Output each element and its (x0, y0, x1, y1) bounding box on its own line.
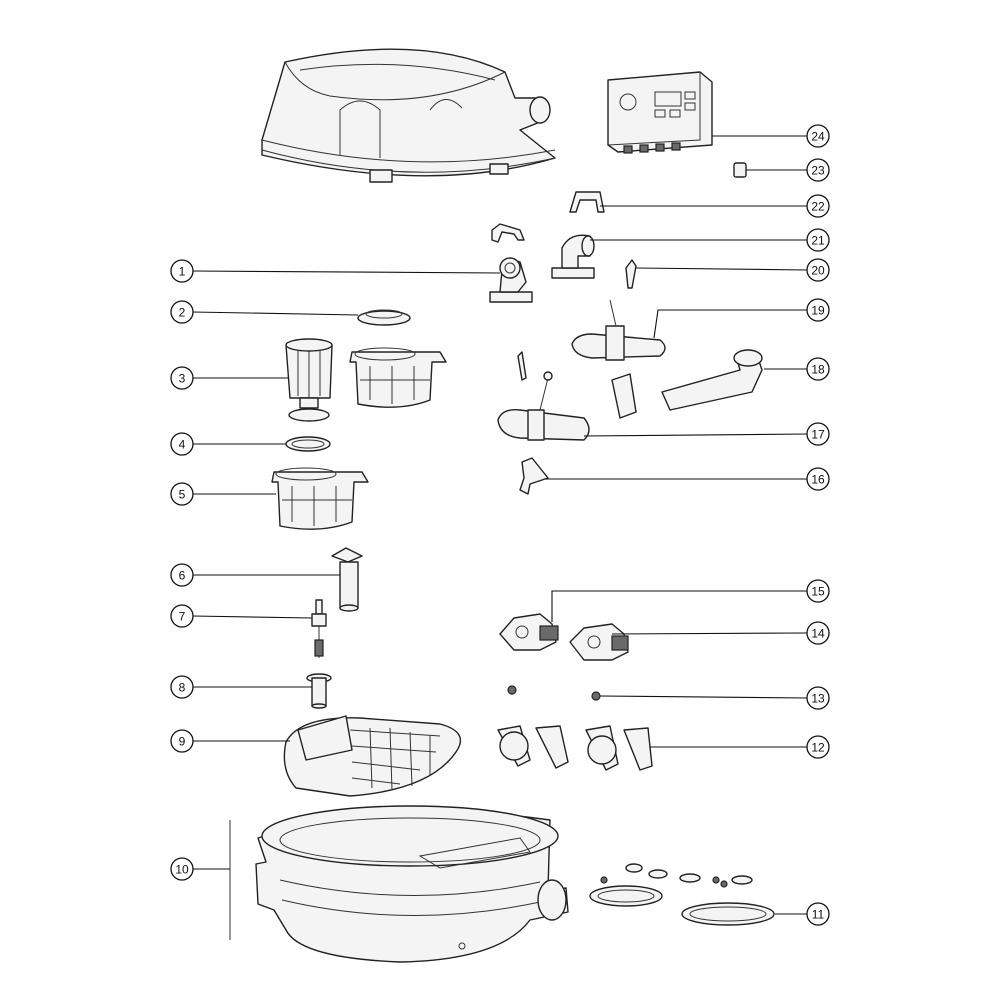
leader-line-15 (551, 590, 807, 622)
part-15-drawing (499, 613, 559, 651)
part-9-drawing (283, 715, 462, 797)
part-22-drawing (569, 191, 605, 213)
part-1-drawing (489, 223, 533, 303)
leader-line-19 (653, 309, 807, 339)
callout-bubble-21 (806, 228, 830, 252)
callout-bubble-11 (806, 902, 830, 926)
callout-bubble-20 (806, 258, 830, 282)
callout-bubble-2 (170, 300, 194, 324)
part-11-drawing (589, 863, 775, 926)
leader-line-13 (599, 695, 808, 699)
callout-label-6: 6 (179, 569, 186, 583)
part-23-drawing (733, 162, 747, 178)
callout-label-11: 11 (812, 908, 825, 922)
part-13b-drawing (507, 685, 517, 695)
callout-bubble-15 (806, 579, 830, 603)
callout-bubble-4 (170, 432, 194, 456)
callout-label-2: 2 (179, 306, 186, 320)
leader-line-14 (611, 632, 808, 635)
part-19-drawing (571, 299, 666, 419)
callout-label-22: 22 (811, 200, 825, 214)
callout-bubble-3 (170, 366, 194, 390)
callout-label-7: 7 (179, 610, 186, 624)
callout-label-18: 18 (811, 363, 825, 377)
callout-bubble-19 (806, 298, 830, 322)
callout-label-16: 16 (811, 473, 825, 487)
callout-bubble-23 (806, 158, 830, 182)
callout-label-9: 9 (179, 735, 186, 749)
callout-label-19: 19 (811, 304, 825, 318)
leader-lines (192, 135, 808, 915)
control-box-drawing (607, 71, 713, 154)
callout-bubble-5 (170, 482, 194, 506)
callout-label-4: 4 (179, 438, 186, 452)
part-3-drawing (285, 338, 333, 422)
part-10-drawing (229, 805, 569, 963)
callout-label-24: 24 (811, 130, 825, 144)
callout-label-13: 13 (811, 692, 825, 706)
callout-label-10: 10 (175, 863, 189, 877)
part-4-drawing (285, 436, 331, 452)
callout-bubble-16 (806, 467, 830, 491)
part-14-drawing (569, 623, 629, 661)
callout-label-17: 17 (811, 428, 825, 442)
part-8-drawing (306, 673, 332, 709)
callout-label-15: 15 (811, 585, 825, 599)
callout-bubble-1 (170, 259, 194, 283)
basket-upper-drawing (349, 347, 447, 408)
part-21-drawing (551, 234, 595, 279)
part-6-drawing (331, 547, 363, 612)
callout-bubble-8 (170, 675, 194, 699)
callout-label-1: 1 (179, 265, 186, 279)
leader-line-17 (583, 433, 808, 437)
leader-line-20 (635, 267, 808, 271)
callout-bubble-6 (170, 563, 194, 587)
part-20-drawing (625, 259, 637, 289)
callout-label-5: 5 (179, 488, 186, 502)
part-13-drawing (591, 691, 601, 701)
callout-bubble-7 (170, 604, 194, 628)
part-16-drawing (519, 457, 549, 495)
callout-label-21: 21 (811, 234, 825, 248)
callout-bubble-14 (806, 621, 830, 645)
part-17-drawing (497, 351, 590, 441)
callout-bubble-24 (806, 124, 830, 148)
callout-bubble-22 (806, 194, 830, 218)
callout-bubble-9 (170, 729, 194, 753)
callout-label-20: 20 (811, 264, 825, 278)
top-collar-drawing (261, 48, 556, 183)
callout-bubble-17 (806, 422, 830, 446)
callout-label-23: 23 (811, 164, 825, 178)
part-12-drawing (497, 725, 653, 771)
callout-bubble-13 (806, 686, 830, 710)
callout-bubble-18 (806, 357, 830, 381)
leader-line-1 (192, 270, 501, 274)
callout-bubble-12 (806, 735, 830, 759)
callout-label-12: 12 (811, 741, 825, 755)
leader-line-2 (192, 311, 359, 316)
callout-bubble-10 (170, 857, 194, 881)
leader-line-7 (192, 615, 313, 619)
part-2-drawing (357, 309, 411, 326)
part-5-drawing (271, 467, 369, 530)
part-18-drawing (661, 349, 763, 411)
callout-label-8: 8 (179, 681, 186, 695)
part-7-drawing (311, 599, 327, 658)
callout-label-14: 14 (811, 627, 825, 641)
callout-label-3: 3 (179, 372, 186, 386)
